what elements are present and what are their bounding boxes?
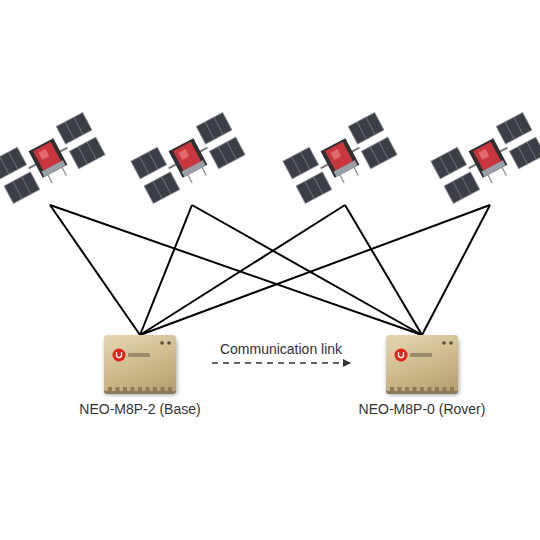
module-label: NEO-M8P-0 (Rover) (359, 401, 486, 417)
chip-pad (161, 387, 165, 391)
chip-pad (435, 387, 439, 391)
link-label: Communication link (220, 341, 342, 357)
signal-lines (50, 205, 490, 335)
chip-marker (160, 341, 164, 345)
module-chip (104, 335, 176, 391)
signal-line (140, 205, 490, 335)
signal-line (422, 205, 490, 335)
satellite (431, 112, 540, 203)
chip-marker (167, 341, 171, 345)
chip-marker (442, 341, 446, 345)
chip-pad (398, 387, 402, 391)
brand-logo (113, 349, 126, 362)
brand-logo-mark (399, 352, 404, 358)
signal-line (192, 205, 422, 335)
chip-pad (131, 387, 135, 391)
gnss-module: NEO-M8P-0 (Rover) (352, 335, 492, 417)
module-chip (386, 335, 458, 391)
chip-pad (153, 387, 157, 391)
chip-pad (146, 387, 150, 391)
chip-pad (116, 387, 120, 391)
module-label: NEO-M8P-2 (Base) (79, 401, 200, 417)
brand-logo-mark (117, 352, 122, 358)
chip-pad (443, 387, 447, 391)
chip-pad (420, 387, 424, 391)
chip-marker (449, 341, 453, 345)
signal-line (345, 205, 422, 335)
satellite (283, 112, 397, 203)
signal-line (50, 205, 422, 335)
communication-link (212, 362, 350, 364)
chip-pad (413, 387, 417, 391)
brand-logo (395, 349, 408, 362)
chip-pad (138, 387, 142, 391)
chip-pad (168, 387, 172, 391)
signal-line (50, 205, 140, 335)
chip-pad (390, 387, 394, 391)
chip-detail (104, 335, 176, 391)
brand-wordmark (128, 353, 150, 357)
satellite (0, 112, 105, 203)
chip-pad (405, 387, 409, 391)
satellite (131, 112, 245, 203)
chip-pad (450, 387, 454, 391)
brand-wordmark (410, 353, 432, 357)
chip-detail (386, 335, 458, 391)
signal-line (140, 205, 192, 335)
chip-pad (428, 387, 432, 391)
chip-pad (108, 387, 112, 391)
gnss-module: NEO-M8P-2 (Base) (70, 335, 210, 417)
chip-pad (123, 387, 127, 391)
